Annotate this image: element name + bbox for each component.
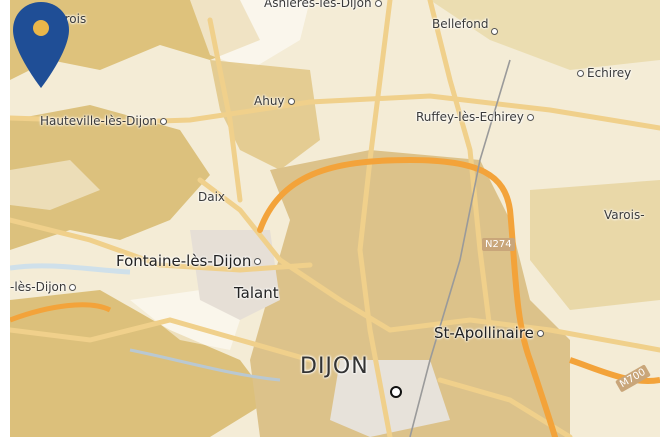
place-dot-icon bbox=[374, 0, 382, 7]
place-dot-icon bbox=[69, 284, 77, 291]
river bbox=[10, 263, 131, 275]
location-pin-icon[interactable] bbox=[10, 0, 72, 92]
ring-road bbox=[257, 156, 558, 437]
highway-segment bbox=[10, 302, 112, 323]
map-tiles bbox=[10, 0, 660, 437]
map-view[interactable]: Asnières-lès-Dijon Darois Bellefond Echi… bbox=[10, 0, 660, 437]
place-hauteville[interactable]: Hauteville-lès-Dijon bbox=[40, 114, 170, 128]
m700-road bbox=[569, 357, 660, 384]
urban-area bbox=[250, 150, 570, 437]
place-asnieres[interactable]: Asnières-lès-Dijon bbox=[264, 0, 385, 10]
place-dot-icon bbox=[491, 28, 499, 35]
place-dot-icon bbox=[254, 258, 262, 265]
place-apollinaire[interactable]: St-Apollinaire bbox=[434, 324, 547, 342]
place-daix[interactable]: Daix bbox=[198, 190, 226, 204]
place-echirey[interactable]: Echirey bbox=[574, 66, 631, 80]
forest-area bbox=[210, 60, 320, 170]
place-varois[interactable]: Varois- bbox=[604, 208, 645, 222]
place-ruffey[interactable]: Ruffey-lès-Echirey bbox=[416, 110, 537, 124]
road-shield-n274: N274 bbox=[482, 238, 515, 251]
place-dot-icon bbox=[287, 98, 295, 105]
fields-area bbox=[530, 180, 660, 310]
canal bbox=[129, 348, 281, 382]
forest-area bbox=[10, 105, 210, 250]
place-bellefond[interactable]: Bellefond bbox=[432, 14, 501, 35]
road-network bbox=[10, 0, 660, 437]
railway bbox=[409, 59, 511, 437]
city-center-icon bbox=[390, 386, 402, 398]
urban-area bbox=[190, 230, 280, 320]
forest-area bbox=[10, 290, 270, 437]
open-area bbox=[10, 160, 100, 210]
place-fontaine[interactable]: Fontaine-lès-Dijon bbox=[116, 252, 264, 270]
place-dot-icon bbox=[577, 70, 584, 77]
place-dijon[interactable]: DIJON bbox=[300, 354, 369, 379]
place-talant[interactable]: Talant bbox=[234, 284, 279, 302]
place-plombieres[interactable]: -lès-Dijon bbox=[10, 280, 79, 294]
fields-area bbox=[430, 0, 660, 70]
urban-core bbox=[330, 360, 450, 437]
place-dot-icon bbox=[160, 118, 168, 125]
place-ahuy[interactable]: Ahuy bbox=[254, 94, 298, 108]
open-area bbox=[190, 0, 310, 70]
place-dot-icon bbox=[526, 114, 534, 121]
place-dot-icon bbox=[536, 330, 544, 337]
